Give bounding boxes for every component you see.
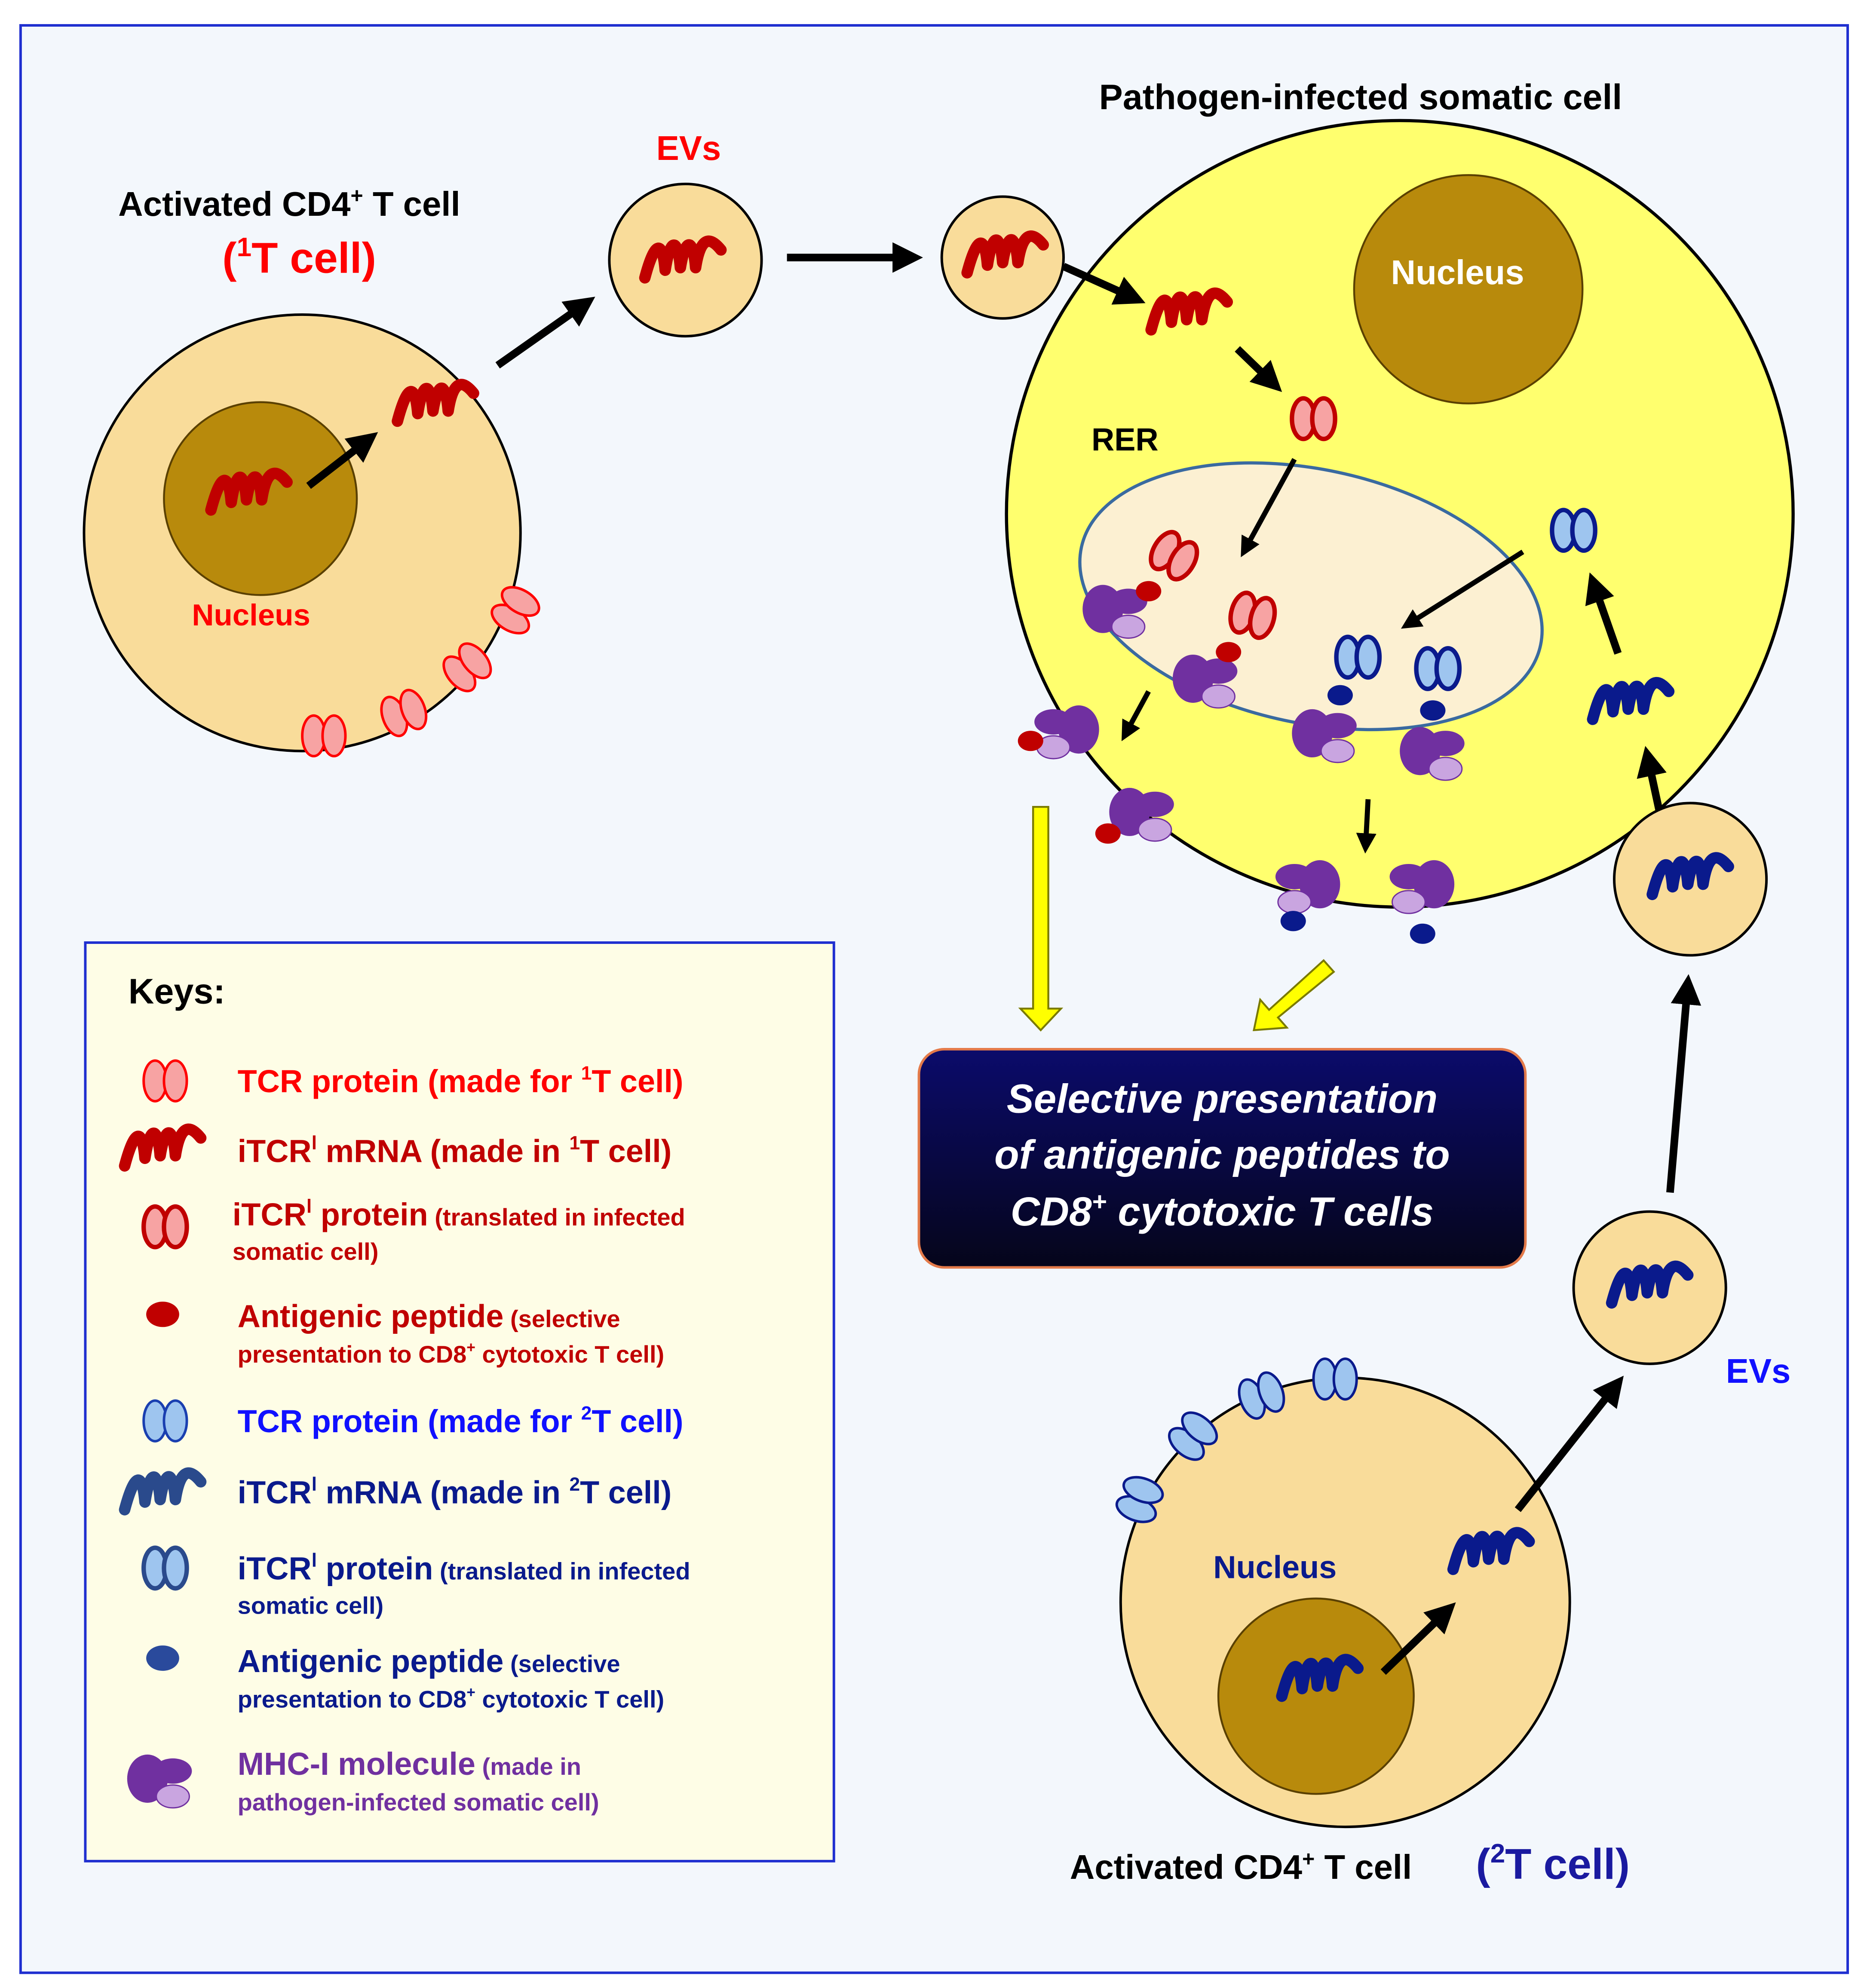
banner-line-1: Selective presentation	[1007, 1076, 1438, 1121]
t1-title: Activated CD4+ T cell	[118, 184, 460, 223]
t2-tag: (2T cell)	[1476, 1839, 1630, 1888]
key-1: TCR protein (made for 1T cell)	[238, 1063, 684, 1100]
key-peptide-red-icon	[146, 1302, 179, 1327]
keys-box: Keys: TCR protein (made for 1T cell) iTC…	[84, 941, 835, 1862]
key-2: iTCRl mRNA (made in 1T cell)	[238, 1133, 672, 1169]
key-peptide-blue-icon	[146, 1645, 179, 1671]
key-itcr-red-icon	[144, 1207, 187, 1247]
key-8-line-2: presentation to CD8+ cytotoxic T cell)	[238, 1684, 665, 1713]
t2-title: Activated CD4+ T cell	[1070, 1847, 1412, 1887]
peptide-blue-icons	[1280, 685, 1446, 944]
ev-top-2	[940, 195, 1065, 320]
ev-top-1	[608, 183, 763, 338]
banner-line-2: of antigenic peptides to	[994, 1132, 1450, 1177]
key-7: iTCRl protein (translated in infected	[238, 1550, 690, 1587]
presentation-banner: Selective presentation of antigenic pept…	[917, 1048, 1527, 1269]
key-3-line-2: somatic cell)	[233, 1238, 379, 1265]
somatic-title: Pathogen-infected somatic cell	[1099, 77, 1622, 117]
key-5: TCR protein (made for 2T cell)	[238, 1403, 684, 1440]
t2-cell	[1113, 1359, 1571, 1829]
key-6: iTCRl mRNA (made in 2T cell)	[238, 1474, 672, 1510]
key-8: Antigenic peptide (selective	[238, 1643, 620, 1679]
ev-right-1	[1613, 802, 1768, 957]
ev-bottom	[1572, 1210, 1727, 1365]
key-3: iTCRl protein (translated in infected	[233, 1196, 685, 1233]
banner-line-3: CD8+ cytotoxic T cells	[1011, 1188, 1434, 1234]
evs-top-label: EVs	[656, 129, 721, 167]
somatic-nucleus-label: Nucleus	[1391, 253, 1524, 291]
yellow-arrows	[1018, 806, 1335, 1032]
evs-bottom-label: EVs	[1726, 1352, 1791, 1390]
t1-tag: (1T cell)	[222, 233, 376, 282]
t2-nucleus-body	[1217, 1597, 1415, 1795]
key-9: MHC-I molecule (made in	[238, 1746, 581, 1782]
t1-nucleus-label: Nucleus	[192, 598, 310, 632]
key-4-line-2: presentation to CD8+ cytotoxic T cell)	[238, 1339, 665, 1368]
key-7-line-2: somatic cell)	[238, 1592, 384, 1619]
keys-title: Keys:	[129, 971, 225, 1011]
key-9-line-2: pathogen-infected somatic cell)	[238, 1789, 599, 1816]
key-itcr-blue-icon	[144, 1548, 187, 1588]
peptide-red-icons	[1018, 581, 1242, 844]
rer-label: RER	[1091, 422, 1159, 457]
key-4: Antigenic peptide (selective	[238, 1298, 620, 1334]
somatic-nucleus-body	[1353, 174, 1584, 404]
t2-nucleus-label: Nucleus	[1213, 1550, 1337, 1585]
t1-cell	[83, 313, 543, 756]
